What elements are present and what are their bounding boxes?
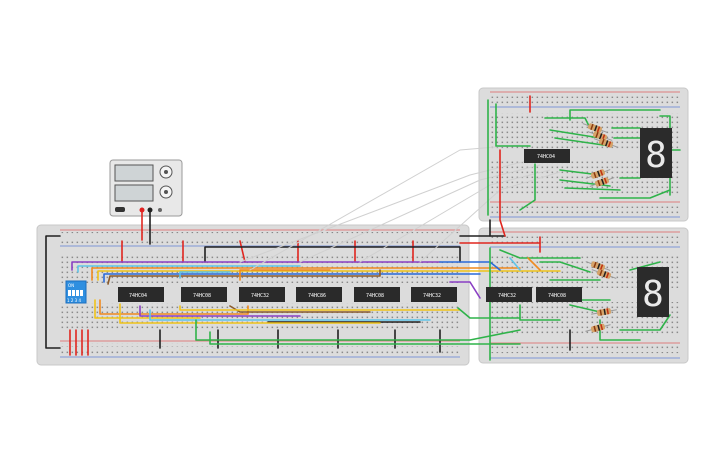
seven-segment-top-digit: 8 — [645, 135, 667, 176]
resistors-top — [582, 121, 619, 190]
top-right-chip[interactable]: 74HC04 — [524, 149, 570, 163]
resistor[interactable] — [587, 129, 613, 144]
resistor[interactable] — [591, 307, 618, 317]
wires — [45, 95, 681, 361]
resistor[interactable] — [582, 121, 608, 136]
chip-5-label: 74HC08 — [366, 293, 384, 299]
resistor[interactable] — [593, 136, 619, 151]
chip-2-label: 74HC08 — [193, 293, 211, 299]
chip-4-label: 74HC86 — [308, 293, 326, 299]
bottom-right-chips: 74HC32 74HC08 — [486, 287, 582, 302]
seven-segment-display-bottom[interactable]: 8 — [637, 267, 669, 317]
resistors-bottom — [585, 259, 618, 335]
bottom-right-chip-2[interactable]: 74HC08 — [536, 287, 582, 302]
main-chips: 74HC04 74HC08 74HC32 74HC86 74HC08 74HC3… — [118, 287, 457, 302]
bottom-right-chip-1-label: 74HC32 — [498, 293, 516, 299]
resistor[interactable] — [591, 267, 617, 282]
chip-1[interactable]: 74HC04 — [118, 287, 164, 302]
resistor[interactable] — [589, 175, 615, 190]
chip-2[interactable]: 74HC08 — [181, 287, 227, 302]
bottom-right-chip-2-label: 74HC08 — [548, 293, 566, 299]
chip-5[interactable]: 74HC08 — [354, 287, 400, 302]
chip-3[interactable]: 74HC32 — [239, 287, 285, 302]
resistor[interactable] — [585, 259, 611, 274]
chip-4[interactable]: 74HC86 — [296, 287, 342, 302]
dip-switch-numbers: 1 2 3 4 — [67, 298, 81, 303]
dip-switch-on-label: ON — [68, 283, 74, 288]
seven-segment-display-top[interactable]: 8 — [640, 128, 672, 178]
bench-power-supply[interactable] — [109, 159, 183, 217]
dip-switch[interactable]: ON 1 2 3 4 — [65, 280, 87, 304]
chip-6[interactable]: 74HC32 — [411, 287, 457, 302]
chip-3-label: 74HC32 — [251, 293, 269, 299]
top-right-chip-label: 74HC04 — [537, 154, 555, 160]
chip-6-label: 74HC32 — [423, 293, 441, 299]
bottom-right-chip-1[interactable]: 74HC32 — [486, 287, 532, 302]
resistor[interactable] — [585, 322, 612, 335]
chip-1-label: 74HC04 — [129, 293, 147, 299]
seven-segment-bottom-digit: 8 — [642, 274, 664, 315]
resistor[interactable] — [585, 167, 611, 182]
